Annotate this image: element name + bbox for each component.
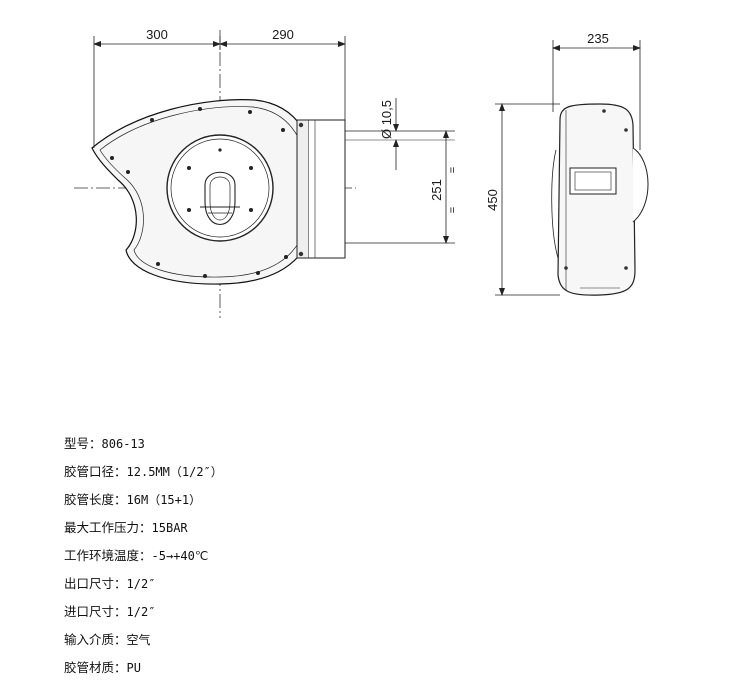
drum-bolts <box>187 148 253 212</box>
spec-value: PU <box>126 661 141 675</box>
spec-label: 进口尺寸： <box>64 604 127 619</box>
spec-value: -5→+40℃ <box>151 549 209 563</box>
dim-inlet-diameter: Ø 10,5 <box>379 100 394 139</box>
dimension-labels: 300 290 235 Ø 10,5 251 = = 450 <box>146 27 609 213</box>
spec-value: 1/2″ <box>126 577 156 591</box>
spec-medium: 输入介质：空气 <box>64 630 223 658</box>
dim-equal-upper: = <box>447 167 459 173</box>
spec-list: 型号：806-13 胶管口径：12.5MM（1/2″） 胶管长度：16M（15+… <box>64 434 223 686</box>
dim-center-height: 251 <box>429 179 444 201</box>
spec-value: 16M（15+1） <box>126 493 202 507</box>
spec-label: 输入介质： <box>64 632 127 647</box>
side-window <box>569 167 617 195</box>
spec-label: 胶管材质： <box>64 660 127 675</box>
drum-inner <box>170 138 270 238</box>
dim-equal-lower: = <box>447 207 459 213</box>
hose-guide <box>204 171 236 226</box>
spec-label: 型号： <box>64 436 102 451</box>
spec-hose-length: 胶管长度：16M（15+1） <box>64 490 223 518</box>
spec-model: 型号：806-13 <box>64 434 223 462</box>
spec-inlet-size: 进口尺寸：1/2″ <box>64 602 223 630</box>
dimension-lines <box>93 36 641 296</box>
spec-value: 1/2″ <box>126 605 156 619</box>
spec-value: 12.5MM（1/2″） <box>126 465 223 479</box>
technical-drawing: 300 290 235 Ø 10,5 251 = = 450 <box>74 27 649 318</box>
spec-hose-material: 胶管材质：PU <box>64 658 223 686</box>
housing-inner-rim <box>99 106 311 278</box>
dim-right-width: 290 <box>272 27 294 42</box>
spec-label: 工作环境温度： <box>64 548 152 563</box>
spec-value: 806-13 <box>101 437 145 451</box>
spec-label: 最大工作压力： <box>64 520 152 535</box>
spec-max-pressure: 最大工作压力：15BAR <box>64 518 223 546</box>
side-view <box>551 103 649 296</box>
spec-label: 出口尺寸： <box>64 576 127 591</box>
dim-total-height: 450 <box>485 189 500 211</box>
spec-temperature: 工作环境温度：-5→+40℃ <box>64 546 223 574</box>
spec-value: 15BAR <box>151 521 188 535</box>
spec-value: 空气 <box>126 633 151 647</box>
spec-label: 胶管口径： <box>64 464 127 479</box>
wall-bracket <box>296 119 346 259</box>
dim-side-width: 235 <box>587 31 609 46</box>
spec-label: 胶管长度： <box>64 492 127 507</box>
side-knob <box>632 147 649 223</box>
dim-left-width: 300 <box>146 27 168 42</box>
spec-outlet-size: 出口尺寸：1/2″ <box>64 574 223 602</box>
spec-hose-diameter: 胶管口径：12.5MM（1/2″） <box>64 462 223 490</box>
side-housing <box>557 103 636 296</box>
front-view <box>74 30 356 318</box>
